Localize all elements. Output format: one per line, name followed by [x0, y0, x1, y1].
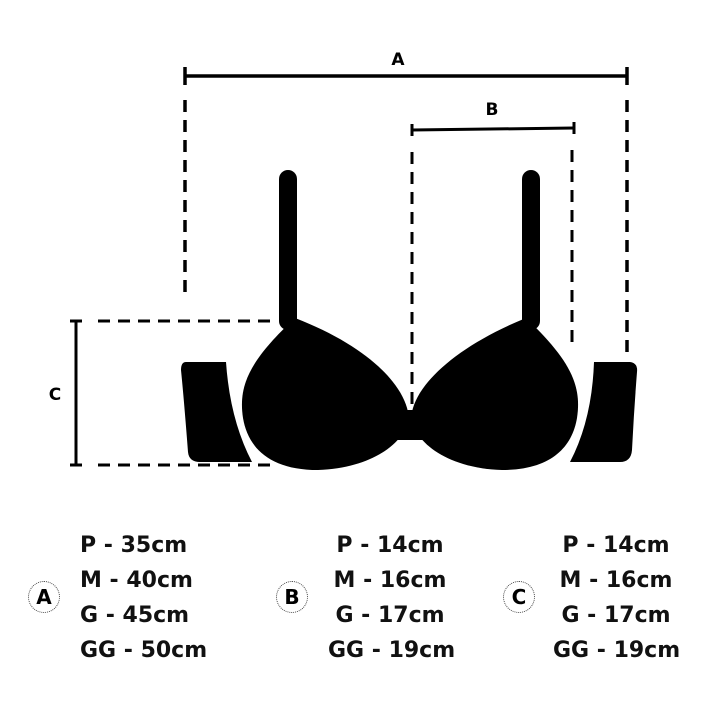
- center-gore: [396, 410, 424, 440]
- size-row: P - 35cm: [80, 533, 188, 558]
- size-row: M - 40cm: [80, 568, 193, 593]
- size-b-badge: B: [276, 581, 308, 613]
- right-strap: [522, 170, 540, 330]
- size-row: P - 14cm: [336, 533, 444, 558]
- size-column-a: P - 35cm M - 40cm G - 45cm GG - 50cm: [80, 528, 207, 668]
- dimension-b: B: [410, 100, 576, 405]
- dimension-c: C: [49, 319, 272, 467]
- size-row: M - 16cm: [559, 568, 673, 593]
- size-a-badge: A: [28, 581, 60, 613]
- left-cup: [241, 318, 409, 470]
- left-band: [181, 362, 252, 462]
- size-row: G - 45cm: [80, 603, 190, 628]
- right-band: [570, 362, 638, 462]
- dimension-b-label: B: [486, 100, 499, 120]
- size-row: M - 16cm: [333, 568, 447, 593]
- size-c-badge: C: [503, 581, 535, 613]
- size-row: GG - 50cm: [80, 638, 208, 663]
- size-row: G - 17cm: [561, 603, 671, 628]
- dimension-b-line: [411, 126, 575, 132]
- right-cup: [411, 318, 579, 470]
- left-strap: [279, 170, 297, 330]
- size-row: P - 14cm: [562, 533, 670, 558]
- dimension-a-label: A: [391, 50, 405, 70]
- size-row: G - 17cm: [335, 603, 445, 628]
- size-row: GG - 19cm: [553, 638, 681, 663]
- dimension-c-label: C: [49, 385, 61, 405]
- size-row: GG - 19cm: [328, 638, 456, 663]
- size-column-b: P - 14cm M - 16cm G - 17cm GG - 19cm: [328, 528, 456, 668]
- dimension-a: A: [183, 50, 629, 352]
- size-column-c: P - 14cm M - 16cm G - 17cm GG - 19cm: [553, 528, 681, 668]
- bra-silhouette: [181, 170, 638, 470]
